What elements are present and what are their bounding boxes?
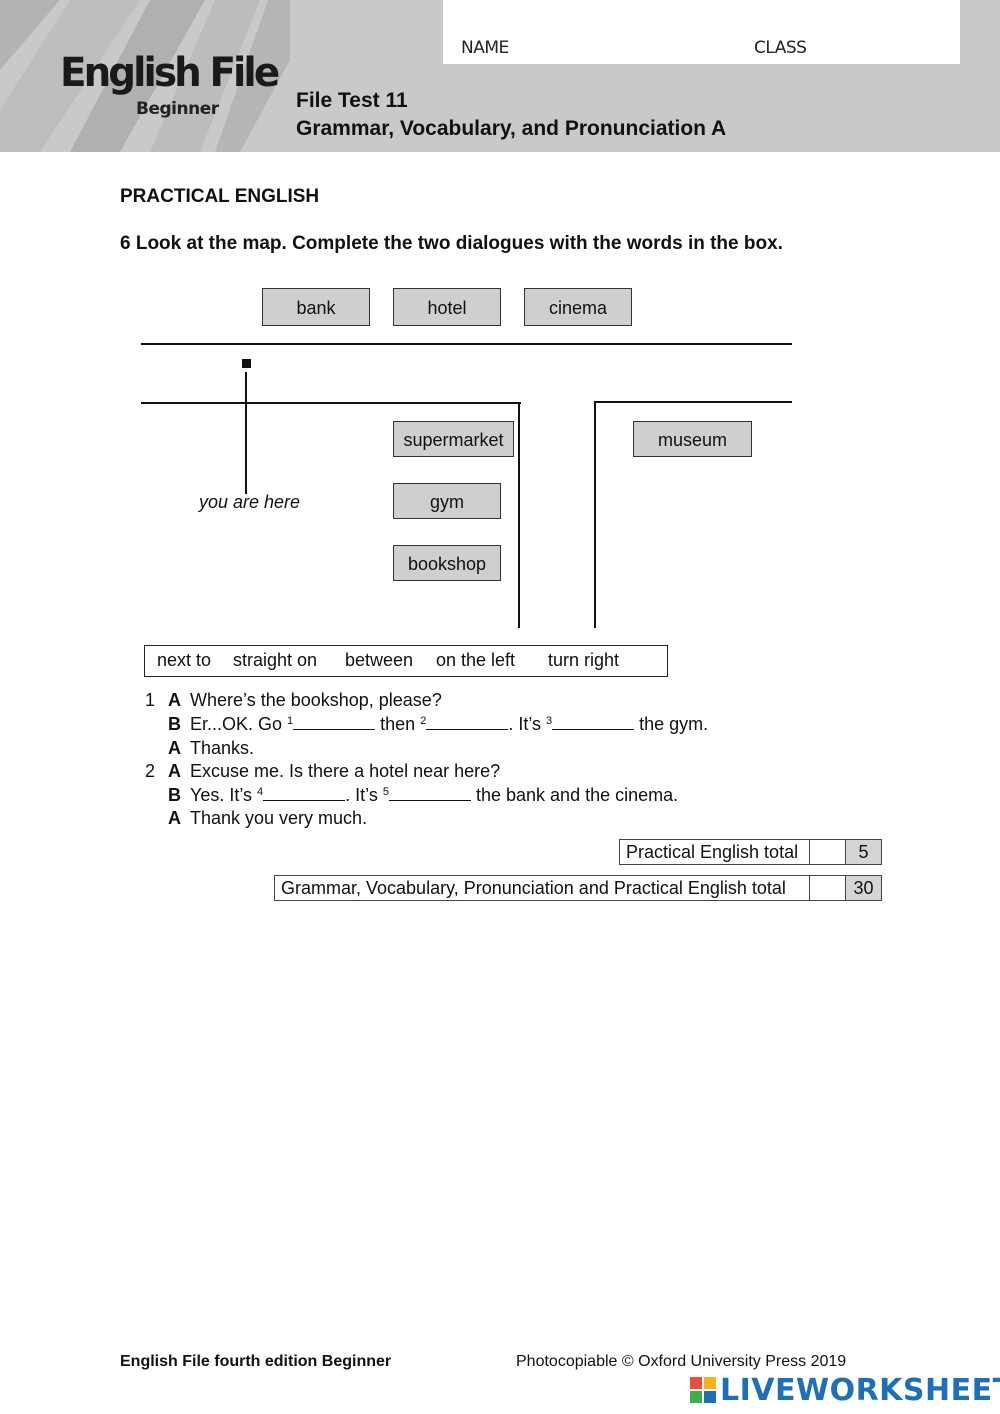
map-road-lower-right-edge bbox=[595, 401, 792, 403]
speaker-label: A bbox=[168, 761, 181, 781]
you-are-here-pointer bbox=[245, 372, 247, 494]
logo-subtitle: Beginner bbox=[136, 99, 219, 119]
dialogue-text: . It’s bbox=[508, 714, 547, 734]
grand-score-field[interactable] bbox=[809, 875, 846, 901]
you-are-here-label: you are here bbox=[199, 492, 301, 512]
answer-gap-1[interactable] bbox=[293, 715, 376, 730]
dialogue-number: 2 bbox=[145, 761, 156, 781]
map-side-street-right-edge bbox=[594, 401, 596, 628]
liveworksheets-wordmark: LIVEWORKSHEETS bbox=[720, 1372, 1000, 1408]
dialogue-line-with-gaps: Er...OK. Go 1 then 2 . It’s 3 the gym. bbox=[190, 714, 708, 735]
name-label: NAME bbox=[461, 38, 509, 58]
footer-edition: English File fourth edition Beginner bbox=[120, 1353, 392, 1370]
gap-number: 2 bbox=[420, 715, 427, 727]
word-box-item: on the left bbox=[436, 650, 516, 670]
liveworksheets-icon bbox=[690, 1377, 716, 1403]
dialogue-text: the gym. bbox=[634, 714, 709, 734]
answer-gap-3[interactable] bbox=[552, 715, 635, 730]
section-title: PRACTICAL ENGLISH bbox=[120, 186, 320, 207]
header-rays-decoration bbox=[0, 0, 290, 152]
liveworksheets-logo[interactable]: LIVEWORKSHEETS bbox=[690, 1372, 1000, 1408]
test-subtitle: Grammar, Vocabulary, and Pronunciation A bbox=[296, 117, 727, 140]
gap-number: 5 bbox=[382, 786, 389, 798]
practical-max-score: 5 bbox=[845, 839, 882, 865]
map-place-supermarket: supermarket bbox=[393, 421, 514, 457]
gap-number: 4 bbox=[257, 786, 264, 798]
grand-total-label: Grammar, Vocabulary, Pronunciation and P… bbox=[274, 875, 810, 901]
dialogue-text: Yes. It’s bbox=[190, 785, 258, 805]
dialogue-line: Excuse me. Is there a hotel near here? bbox=[190, 761, 501, 781]
speaker-label: B bbox=[168, 714, 181, 734]
map-place-cinema: cinema bbox=[524, 288, 632, 326]
test-title: File Test 11 bbox=[296, 89, 408, 112]
footer-copyright: Photocopiable © Oxford University Press … bbox=[516, 1353, 847, 1370]
gap-number: 3 bbox=[546, 715, 553, 727]
map-road-top-edge bbox=[141, 343, 792, 345]
dialogue-line: Thanks. bbox=[190, 738, 255, 758]
speaker-label: A bbox=[168, 690, 181, 710]
dialogue-text: the bank and the cinema. bbox=[470, 785, 679, 805]
grand-max-score: 30 bbox=[845, 875, 882, 901]
speaker-label: A bbox=[168, 808, 181, 828]
dialogue-text: then bbox=[375, 714, 421, 734]
word-box-item: turn right bbox=[548, 650, 620, 670]
class-label: CLASS bbox=[754, 38, 807, 58]
map-place-museum: museum bbox=[633, 421, 752, 457]
map-road-lower-left-edge bbox=[141, 402, 521, 404]
map-position-marker bbox=[242, 359, 251, 368]
answer-gap-2[interactable] bbox=[426, 715, 509, 730]
word-box-item: next to bbox=[157, 650, 212, 670]
map-side-street-left-edge bbox=[518, 402, 520, 628]
map-place-bookshop: bookshop bbox=[393, 545, 501, 581]
practical-total-label: Practical English total bbox=[619, 839, 810, 865]
dialogue-line: Thank you very much. bbox=[190, 808, 368, 828]
word-box-item: straight on bbox=[233, 650, 318, 670]
map-place-gym: gym bbox=[393, 483, 501, 519]
dialogue-line: Where’s the bookshop, please? bbox=[190, 690, 442, 710]
map-place-bank: bank bbox=[262, 288, 370, 326]
answer-gap-4[interactable] bbox=[263, 786, 346, 801]
word-box bbox=[144, 645, 668, 677]
word-box-item: between bbox=[345, 650, 414, 670]
dialogue-text: Er...OK. Go bbox=[190, 714, 288, 734]
gap-number: 1 bbox=[287, 715, 294, 727]
logo-title: English File bbox=[60, 50, 280, 96]
answer-gap-5[interactable] bbox=[388, 786, 471, 801]
dialogue-number: 1 bbox=[145, 690, 156, 710]
speaker-label: B bbox=[168, 785, 181, 805]
header-band: NAME CLASS English File Beginner File Te… bbox=[0, 0, 1000, 152]
exercise-instruction: 6 Look at the map. Complete the two dial… bbox=[120, 233, 783, 254]
dialogue-text: . It’s bbox=[345, 785, 383, 805]
map-place-hotel: hotel bbox=[393, 288, 501, 326]
speaker-label: A bbox=[168, 738, 181, 758]
dialogue-line-with-gaps: Yes. It’s 4 . It’s 5 the bank and the cin… bbox=[190, 785, 678, 806]
practical-score-field[interactable] bbox=[809, 839, 846, 865]
name-class-field[interactable] bbox=[443, 0, 960, 64]
